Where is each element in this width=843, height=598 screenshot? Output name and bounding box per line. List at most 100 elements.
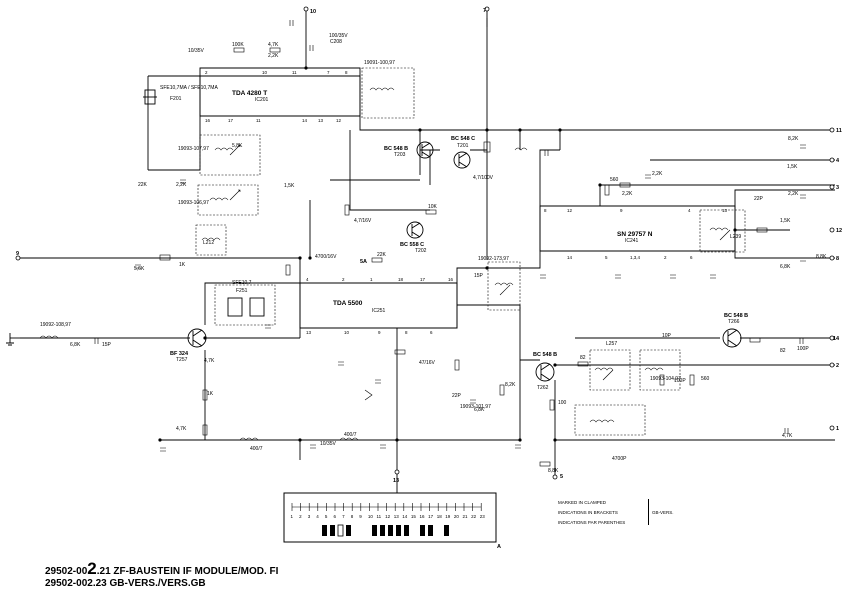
t257-name: BF 324 (170, 351, 189, 357)
label-r241: 560 (610, 177, 619, 183)
connector-pin-number: 15 (411, 514, 417, 519)
ic241-name: SN 29757 N (617, 231, 653, 238)
label-c205: 2,2K (268, 53, 279, 59)
svg-text:9: 9 (378, 330, 381, 335)
svg-text:13: 13 (318, 118, 324, 123)
connector-pin-number: 3 (308, 514, 311, 519)
label-r208: 1,5K (284, 183, 295, 189)
label-l217: 19091-100,97 (364, 60, 395, 66)
label-r244: 1,5K (780, 218, 791, 224)
svg-text:14: 14 (302, 118, 308, 123)
label-r214: 5,8K (232, 143, 243, 149)
terminal-13: 13 (393, 478, 399, 484)
label-l212: L212 (203, 240, 214, 246)
label-l261: 19093-101,97 (460, 404, 491, 410)
ic251-ref: IC251 (372, 308, 386, 314)
f201-name: SFE10,7MA / SFE10,7MA (160, 85, 218, 91)
ic241-ref: IC241 (625, 238, 639, 244)
transistor-t203 (416, 141, 434, 159)
label-r215: 100K (232, 42, 244, 48)
label-l258: 19093-104,97 (650, 376, 681, 382)
connector-pin-number: 23 (480, 514, 486, 519)
svg-text:13: 13 (722, 208, 728, 213)
connector-pin-number: 4 (316, 514, 319, 519)
label-r245: 6,8K (780, 264, 791, 270)
connector-pin-number: 5 (325, 514, 328, 519)
coil-shield-boxes (195, 67, 746, 436)
label-c246: 8,2K (788, 136, 799, 142)
footer-part-big-digit: 2 (87, 559, 97, 578)
connector-pin-number: 2 (299, 514, 302, 519)
label-r269: 4,7K (782, 433, 793, 439)
terminal-markers (15, 6, 835, 480)
svg-text:17: 17 (228, 118, 234, 123)
label-r258: 4,7K (176, 426, 187, 432)
connector-pin-number: 9 (359, 514, 362, 519)
t201-ref: T201 (457, 143, 469, 149)
f201-ref: F201 (170, 96, 182, 102)
transistor-t262 (535, 362, 555, 382)
label-c222: 4700/16V (315, 254, 337, 260)
t266-ref: T266 (728, 319, 740, 325)
svg-text:18: 18 (398, 277, 404, 282)
t203-ref: T203 (394, 152, 406, 158)
connector-bar-blocks (322, 524, 449, 537)
svg-text:2: 2 (664, 255, 667, 260)
label-c243: 2,2K (652, 171, 663, 177)
svg-text:6: 6 (690, 255, 693, 260)
label-r242: 1,5K (787, 164, 798, 170)
connector-pin-number: 19 (445, 514, 451, 519)
terminal-10: 10 (310, 9, 316, 15)
wiring (20, 10, 835, 475)
connector-pin-number: 14 (402, 514, 408, 519)
svg-text:12: 12 (336, 118, 342, 123)
legend-line-3: INDICATIONS PAR PARENTHES (558, 520, 626, 525)
label-r227: 10K (428, 204, 438, 210)
label-r270: 82 (780, 348, 786, 354)
connector-pin-number: 21 (463, 514, 469, 519)
footer-part-prefix: 29502-00 (45, 566, 88, 577)
t203-name: BC 548 B (384, 146, 408, 152)
transistor-t201 (453, 151, 471, 169)
connector-pin-number: 6 (334, 514, 337, 519)
footer-line-1: 29502-002.21 ZF-BAUSTEIN IF MODULE/MOD. … (45, 559, 278, 579)
ic251-name: TDA 5500 (333, 300, 363, 307)
label-c261: 47/16V (419, 360, 436, 366)
legend-line-2: INDICATIONS IN BRACKETS (558, 510, 618, 515)
label-r267: 560 (701, 376, 710, 382)
terminal-3: 3 (836, 185, 839, 191)
label-r262: 82 (580, 355, 586, 361)
footer-part-title: .21 ZF-BAUSTEIN IF MODULE/MOD. FI (96, 566, 279, 577)
t201-name: BC 548 C (451, 136, 475, 142)
svg-text:12: 12 (567, 208, 573, 213)
ic201-body (199, 75, 361, 117)
f251-name: SFE10,7 (232, 280, 252, 286)
connector-pin-number: 1 (291, 514, 294, 519)
label-c270: 100P (797, 346, 809, 352)
label-c211: 2,2K (176, 182, 187, 188)
label-r221: 1K (179, 262, 186, 268)
terminal-12: 12 (836, 228, 842, 234)
t262-name: BC 548 B (533, 352, 557, 358)
label-c221: 5,6K (134, 266, 145, 272)
label-c258: 10/35V (320, 441, 337, 447)
label-l254: 400/7 (250, 446, 263, 452)
connector-pin-number: 7 (342, 514, 345, 519)
label-r237: 2,2K (622, 191, 633, 197)
terminal-11: 11 (836, 128, 842, 134)
ic201-name: TDA 4280 T (232, 90, 267, 97)
label-c244: 22P (754, 196, 764, 202)
label-l271: 19092-173,97 (478, 256, 509, 262)
svg-text:6: 6 (430, 330, 433, 335)
svg-text:8: 8 (345, 70, 348, 75)
svg-text:14: 14 (567, 255, 573, 260)
svg-text:10: 10 (262, 70, 268, 75)
label-l251: 19092-108,97 (40, 322, 71, 328)
label-c248: 8,8K (816, 254, 827, 260)
terminal-4: 4 (836, 158, 840, 164)
svg-text:5: 5 (605, 255, 608, 260)
svg-text:1,3,4: 1,3,4 (630, 255, 641, 260)
